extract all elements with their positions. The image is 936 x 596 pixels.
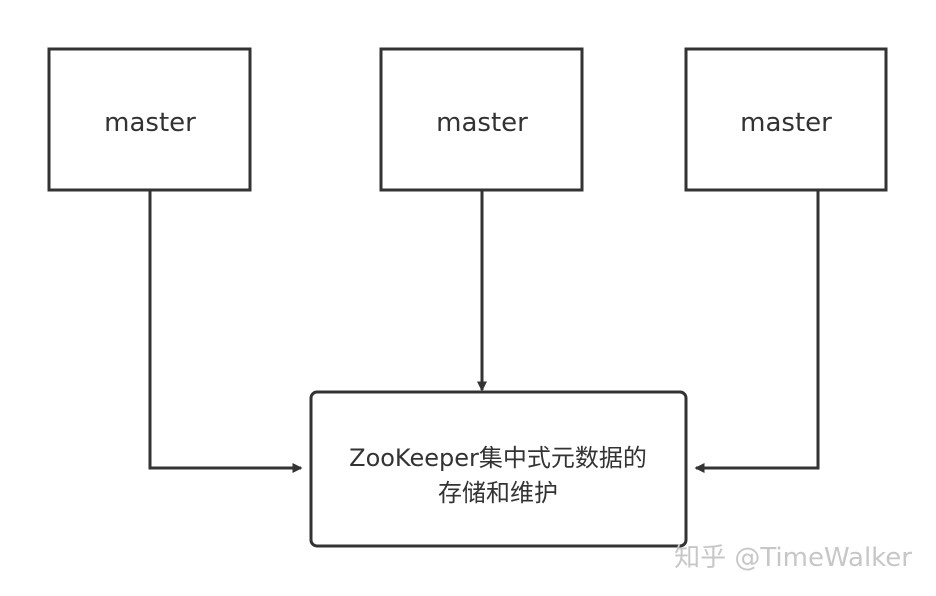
master-node-center-box (379, 47, 584, 192)
watermark: 知乎 @TimeWalker (674, 543, 912, 573)
master-node-center: master (379, 47, 584, 192)
master-node-center-label: master (436, 108, 528, 138)
master-node-left: master (47, 47, 252, 192)
master-node-left-label: master (104, 108, 196, 138)
master-node-right-box (684, 47, 888, 192)
zookeeper-node: ZooKeeper集中式元数据的 存储和维护 (309, 390, 688, 548)
connector-left-master-to-zookeeper (148, 190, 303, 473)
connector-right-master-to-zookeeper (694, 190, 820, 473)
master-node-left-box (47, 47, 252, 192)
zookeeper-node-label-line1: ZooKeeper集中式元数据的 (349, 444, 647, 472)
master-node-right-label: master (740, 108, 832, 138)
zookeeper-node-label-line2: 存储和维护 (438, 479, 558, 507)
zookeeper-node-box (309, 390, 688, 548)
master-node-right: master (684, 47, 888, 192)
